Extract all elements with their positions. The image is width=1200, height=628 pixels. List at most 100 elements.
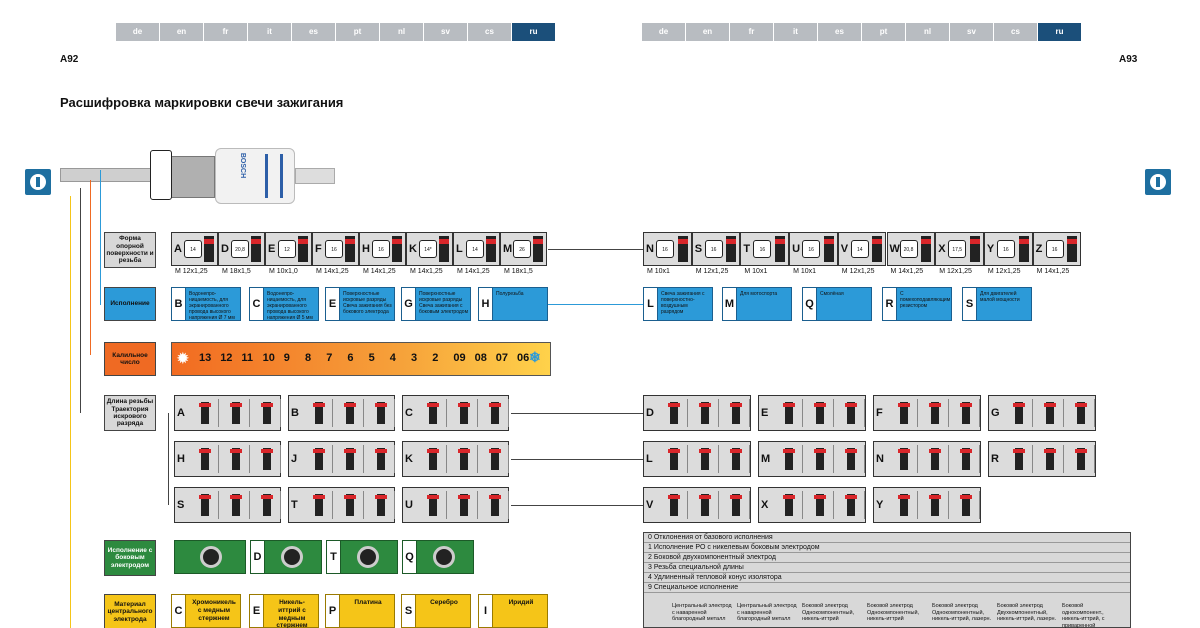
plug-length-diagram (835, 445, 865, 473)
thread-letter: Z (1035, 243, 1043, 255)
plug-length-diagram (251, 445, 281, 473)
heat-value: 12 (220, 352, 233, 364)
plug-length-diagram (417, 399, 447, 427)
thread-size-caption: M 10x1,0 (269, 268, 298, 275)
lang-tab-nl-right[interactable]: nl (906, 23, 949, 41)
length-letter: H (177, 453, 185, 465)
thread-letter: M (503, 243, 513, 255)
plug-tip-icon (533, 236, 543, 262)
plug-length-diagram (658, 491, 688, 519)
hex-nut-icon: 14 (184, 240, 202, 258)
lang-tab-de[interactable]: de (116, 23, 159, 41)
side-letter: T (327, 541, 341, 573)
lang-tab-fr[interactable]: fr (204, 23, 247, 41)
version-text: Свеча зажигания с поверхностно-воздушным… (661, 291, 705, 315)
length-cell-Y: Y (873, 487, 981, 523)
lang-tab-it[interactable]: it (248, 23, 291, 41)
plug-length-diagram (1065, 399, 1095, 427)
lang-tab-en[interactable]: en (160, 23, 203, 41)
version-letter: Q (803, 288, 817, 320)
lang-tab-sv[interactable]: sv (424, 23, 467, 41)
lang-tab-en-right[interactable]: en (686, 23, 729, 41)
heat-value: 08 (474, 352, 487, 364)
length-cell-X: X (758, 487, 866, 523)
lang-tab-de-right[interactable]: de (642, 23, 685, 41)
electrode-icon (281, 546, 303, 568)
plug-length-diagram (773, 491, 803, 519)
length-letter: S (177, 499, 185, 511)
brand-label: BOSCH (239, 152, 247, 179)
thread-letter: V (840, 243, 849, 255)
info-icon-right[interactable] (1145, 169, 1171, 195)
legend-column-text: Боковой электрод Однокомпонентный, никел… (867, 603, 920, 623)
length-letter: K (405, 453, 413, 465)
plug-length-diagram (479, 491, 509, 519)
version-letter: S (963, 288, 977, 320)
version-text: Полурезьба (496, 291, 524, 297)
plug-tip-icon (921, 236, 932, 262)
lang-tab-fr-right[interactable]: fr (730, 23, 773, 41)
lang-tab-ru-right[interactable]: ru (1038, 23, 1081, 41)
plug-length-diagram (919, 491, 949, 519)
plug-length-diagram (220, 445, 250, 473)
length-letter: X (761, 499, 769, 511)
length-letter: D (646, 407, 654, 419)
version-letter: C (250, 288, 264, 320)
plug-length-diagram (365, 445, 395, 473)
length-cell-B: B (288, 395, 395, 431)
lang-tab-es-right[interactable]: es (818, 23, 861, 41)
plug-length-diagram (835, 399, 865, 427)
heat-value: 10 (262, 352, 275, 364)
lang-tab-pt[interactable]: pt (336, 23, 379, 41)
lang-tab-nl[interactable]: nl (380, 23, 423, 41)
length-letter: Y (876, 499, 884, 511)
thread-letter: N (646, 243, 654, 255)
lang-tab-cs-right[interactable]: cs (994, 23, 1037, 41)
label-thread-length: Длина резьбы Траектория искрового разряд… (104, 395, 156, 431)
material-text: Платина (354, 599, 382, 606)
lang-tab-cs[interactable]: cs (468, 23, 511, 41)
plug-tip-icon (439, 236, 449, 262)
plug-length-diagram (334, 445, 364, 473)
plug-length-diagram (773, 445, 803, 473)
thread-size-caption: M 10x1 (744, 268, 768, 275)
lang-tab-ru[interactable]: ru (512, 23, 555, 41)
length-cell-U: U (402, 487, 509, 523)
length-letter: M (761, 453, 771, 465)
plug-length-diagram (303, 399, 333, 427)
thread-size-caption: M 14x1,25 (457, 268, 490, 275)
info-icon[interactable] (25, 169, 51, 195)
plug-length-diagram (448, 445, 478, 473)
thread-size-caption: M 10x1 (793, 268, 817, 275)
thread-letter: L (456, 243, 463, 255)
thread-size-caption: M 12x1,25 (987, 268, 1021, 275)
lang-tab-sv-right[interactable]: sv (950, 23, 993, 41)
label-side-electrode: Исполнение с боковым электродом (104, 540, 156, 576)
length-cell-R: R (988, 441, 1096, 477)
plug-length-diagram (220, 399, 250, 427)
version-text: Водонепро-ницаемость, для экранированног… (267, 291, 313, 321)
plug-tip-icon (486, 236, 496, 262)
version-letter: E (326, 288, 340, 320)
lang-tab-pt-right[interactable]: pt (862, 23, 905, 41)
lang-tab-es[interactable]: es (292, 23, 335, 41)
thread-letter: A (174, 243, 182, 255)
plug-tip-icon (775, 236, 786, 262)
length-letter: R (991, 453, 999, 465)
thread-size-caption: M 14x1,25 (1036, 268, 1070, 275)
lang-tab-it-right[interactable]: it (774, 23, 817, 41)
material-letter: P (326, 595, 340, 627)
electrode-icon (200, 546, 222, 568)
plug-tip-icon (677, 236, 688, 262)
plug-length-diagram (950, 399, 980, 427)
